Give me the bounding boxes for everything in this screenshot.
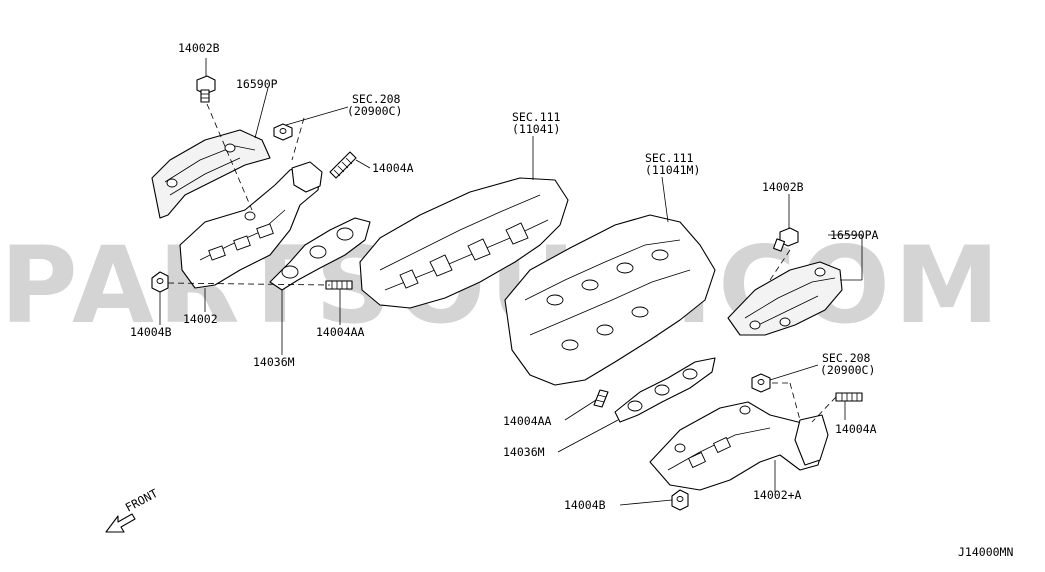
cylinder-head-11041m[interactable] — [504, 214, 716, 386]
label-14036m-left: 14036M — [253, 355, 295, 369]
exhaust-manifold-14002[interactable] — [179, 161, 323, 289]
heat-shield-16590p[interactable] — [151, 129, 271, 219]
stud-14004aa-right[interactable] — [593, 389, 609, 408]
label-14002a: 14002+A — [753, 488, 802, 502]
label-11041m: (11041M) — [645, 163, 700, 177]
stud-14004a-top[interactable] — [329, 151, 357, 179]
label-14004b-left: 14004B — [130, 325, 172, 339]
assembly-dashed-lines — [167, 103, 837, 423]
front-arrow-icon — [105, 513, 136, 533]
leader-lines — [159, 58, 863, 506]
nut-14004b-right[interactable] — [671, 489, 689, 511]
nut-sec208-right[interactable] — [751, 373, 771, 393]
label-14004a-right: 14004A — [835, 422, 877, 436]
stud-14004aa-left[interactable] — [325, 280, 353, 290]
label-sec111-b: SEC.111 — [645, 151, 694, 165]
exhaust-manifold-14002a[interactable] — [649, 401, 829, 491]
front-label: FRONT — [123, 486, 160, 515]
label-sec208-right: SEC.208 — [822, 351, 871, 365]
label-14002b-right: 14002B — [762, 180, 804, 194]
bolt-14002b-top[interactable] — [196, 75, 216, 103]
label-14002: 14002 — [183, 312, 218, 326]
label-11041: (11041) — [512, 122, 560, 136]
label-16590p: 16590P — [236, 77, 278, 91]
label-sec208-top: SEC.208 — [352, 92, 401, 106]
label-sec111-a: SEC.111 — [512, 110, 561, 124]
gasket-14036m-left[interactable] — [269, 217, 371, 291]
gasket-14036m-right[interactable] — [614, 357, 716, 423]
label-20900c-top: (20900C) — [347, 104, 402, 118]
nut-sec208-top[interactable] — [273, 123, 293, 141]
label-14002b-top: 14002B — [178, 41, 220, 55]
bolt-14002b-right[interactable] — [772, 227, 799, 252]
nut-14004b-left[interactable] — [151, 271, 169, 293]
stud-14004a-right[interactable] — [835, 392, 863, 402]
label-14004aa-right: 14004AA — [503, 414, 552, 428]
label-14004a-top: 14004A — [372, 161, 414, 175]
front-direction-indicator: FRONT — [105, 486, 160, 533]
diagram-code: J14000MN — [958, 545, 1013, 559]
label-14004b-right: 14004B — [564, 498, 606, 512]
label-20900c-right: (20900C) — [820, 363, 875, 377]
cylinder-head-11041[interactable] — [359, 177, 569, 309]
label-16590pa: 16590PA — [830, 228, 879, 242]
label-14004aa-left: 14004AA — [316, 325, 365, 339]
label-14036m-right: 14036M — [503, 445, 545, 459]
heat-shield-16590pa[interactable] — [727, 261, 843, 336]
